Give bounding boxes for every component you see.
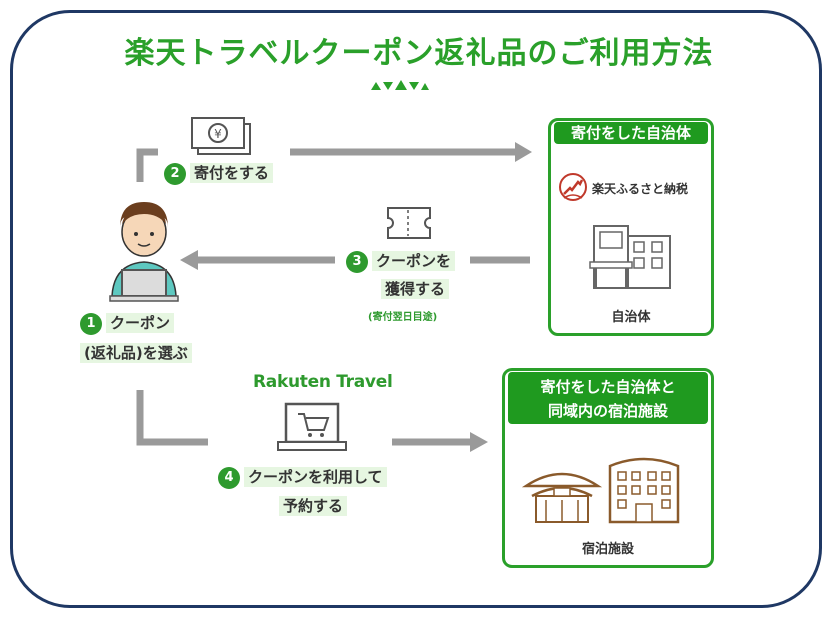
svg-text:¥: ¥	[214, 127, 222, 141]
coupon-ticket-icon	[387, 207, 431, 239]
step1-number: 1	[80, 312, 102, 335]
step2-number: 2	[164, 162, 186, 185]
lodging-box-header: 寄付をした自治体と 同域内の宿泊施設	[508, 372, 708, 424]
decorative-triangles-icon	[371, 80, 429, 90]
municipality-box	[548, 118, 714, 336]
ryokan-icon	[521, 472, 603, 523]
step4-number: 4	[218, 466, 240, 489]
step1-label-line2: (返礼品)を選ぶ	[80, 342, 192, 363]
municipality-box-header: 寄付をした自治体	[554, 122, 708, 144]
rakuten-furusato-logo-text: 楽天ふるさと納税	[592, 182, 689, 196]
hotel-building-icon	[608, 457, 680, 524]
step4-label-line2: 予約する	[279, 495, 348, 516]
municipality-box-footer: 自治体	[611, 310, 651, 325]
laptop-cart-icon	[277, 402, 347, 451]
rakuten-travel-logo: Rakuten Travel	[253, 372, 393, 392]
money-icon: ¥	[191, 117, 251, 155]
step3-number: 3	[346, 250, 368, 273]
step3-label-line2: 獲得する	[381, 278, 450, 299]
government-building-icon	[589, 225, 671, 289]
user-at-laptop-icon	[109, 202, 179, 302]
lodging-box-footer: 宿泊施設	[581, 542, 634, 557]
page-title: 楽天トラベルクーポン返礼品のご利用方法	[124, 36, 714, 71]
japan-map-logo-icon	[559, 173, 587, 201]
step3-note: (寄付翌日目途)	[368, 312, 438, 323]
